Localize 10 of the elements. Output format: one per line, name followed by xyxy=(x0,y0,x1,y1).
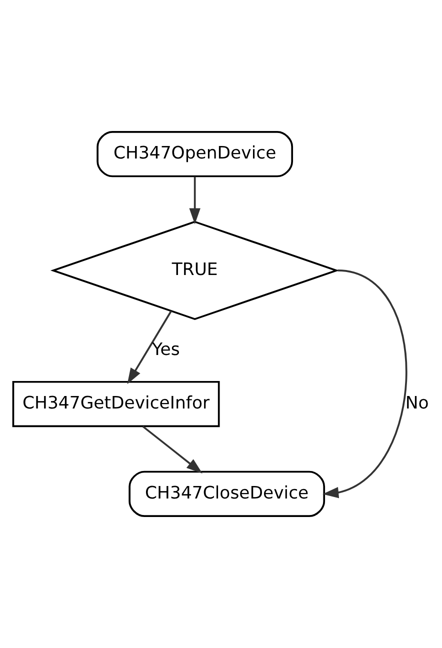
node-box: CH347OpenDevice xyxy=(96,131,294,178)
arrow xyxy=(322,270,408,498)
arrow xyxy=(127,310,172,384)
node-diamond: TRUE xyxy=(50,220,340,320)
edge-label: No xyxy=(405,394,429,414)
node-box: CH347CloseDevice xyxy=(128,470,326,517)
edge-label: Yes xyxy=(152,340,180,360)
arrow xyxy=(189,176,200,224)
arrow xyxy=(142,426,202,474)
node-box: CH347GetDeviceInfor xyxy=(12,380,220,428)
